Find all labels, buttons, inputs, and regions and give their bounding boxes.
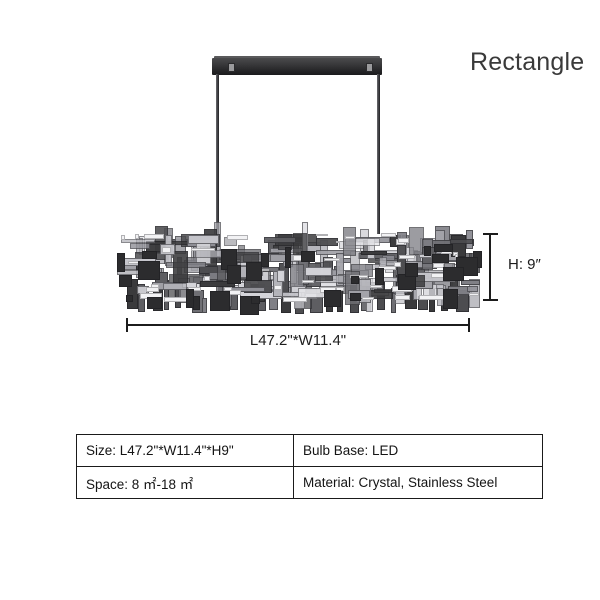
spec-material-cell: Material: Crystal, Stainless Steel [293,466,543,499]
crystal-highlight [316,233,328,237]
crystal-accent [301,250,316,262]
crystal-accent [404,262,418,278]
crystal-highlight [187,286,201,292]
table-row: Space: 8 ㎡-18 ㎡ Material: Crystal, Stain… [76,466,543,499]
crystal-highlight [227,234,249,240]
height-dimension-label: H: 9″ [508,256,541,273]
spec-bulb-base-cell: Bulb Base: LED [293,434,543,467]
crystal-accent [350,275,360,284]
crystal-highlight [302,279,315,283]
crystal-bar [360,250,387,256]
crystal-highlight [223,287,233,292]
crystal-highlight [344,235,356,240]
crystal-highlight [324,258,340,261]
height-dimension-cap-bottom [483,299,498,301]
crystal-accent [350,293,361,301]
crystal-highlight [398,254,416,259]
crystal-accent [442,266,464,281]
crystal-highlight [468,293,480,297]
crystal-highlight [398,237,409,243]
table-row: Size: L47.2"*W11.4"*H9" Bulb Base: LED [76,434,543,467]
suspension-rod-left [216,74,219,234]
crystal-highlight [419,295,444,301]
specification-table: Size: L47.2"*W11.4"*H9" Bulb Base: LED S… [76,434,543,499]
height-dimension-line [489,234,491,300]
crystal-accent [126,294,133,302]
crystal-highlight [381,233,397,238]
chandelier-illustration [116,56,482,315]
crystal-accent [442,288,458,310]
crystal-bar [264,236,297,244]
spec-size-cell: Size: L47.2"*W11.4"*H9" [76,434,294,467]
crystal-accent [119,275,133,287]
crystal-highlight [143,233,165,239]
crystal-accent [251,296,260,304]
crystal-bar [315,276,334,281]
crystal-bar [121,238,156,244]
crystal-accent [193,295,200,311]
crystal-accent [226,265,242,285]
height-dimension-cap-top [483,233,498,235]
crystal-bar [304,266,333,277]
crystal-accent [434,244,454,253]
page-title: Rectangle [470,48,585,76]
crystal-accent [260,253,270,267]
crystal-accent [423,246,432,256]
crystal-bar [172,250,189,284]
crystal-highlight [121,235,125,240]
ceiling-canopy-bar [212,58,382,75]
crystal-bar [130,243,150,250]
crystal-highlight [361,296,374,300]
canopy-bracket-right [366,63,373,72]
crystal-highlight [283,296,307,302]
crystal-highlight [370,284,382,289]
width-dimension-cap-left [126,318,128,332]
width-dimension-line [126,324,470,326]
crystal-accent [323,290,342,307]
spec-space-cell: Space: 8 ㎡-18 ㎡ [76,466,294,499]
crystal-accent [375,267,385,286]
crystal-accent [141,251,158,260]
crystal-accent [209,290,231,312]
crystal-highlight [191,248,215,252]
crystal-bar [343,227,357,256]
crystal-bar [461,279,480,285]
crystal-bar [201,297,207,313]
crystal-shade-cluster [116,222,482,315]
crystal-highlight [134,234,139,239]
crystal-accent [146,296,163,309]
crystal-bar [163,282,187,291]
crystal-bar [188,234,219,245]
width-dimension-cap-right [468,318,470,332]
crystal-highlight [274,285,282,290]
crystal-accent [432,254,450,264]
crystal-highlight [335,241,340,244]
crystal-accent [138,261,160,281]
crystal-bar [467,286,478,293]
crystal-highlight [162,247,172,253]
crystal-bar [277,270,286,282]
crystal-highlight [395,294,410,301]
crystal-accent [246,262,262,281]
crystal-highlight [146,286,159,293]
crystal-highlight [204,275,210,281]
crystal-highlight [293,255,302,261]
crystal-bar [449,238,474,245]
crystal-highlight [394,261,401,267]
width-dimension-label: L47.2"*W11.4" [249,332,347,349]
crystal-accent [117,252,125,272]
crystal-accent [284,246,292,269]
crystal-bar [373,289,393,294]
suspension-rod-right [377,74,380,234]
canopy-bracket-left [228,63,235,72]
